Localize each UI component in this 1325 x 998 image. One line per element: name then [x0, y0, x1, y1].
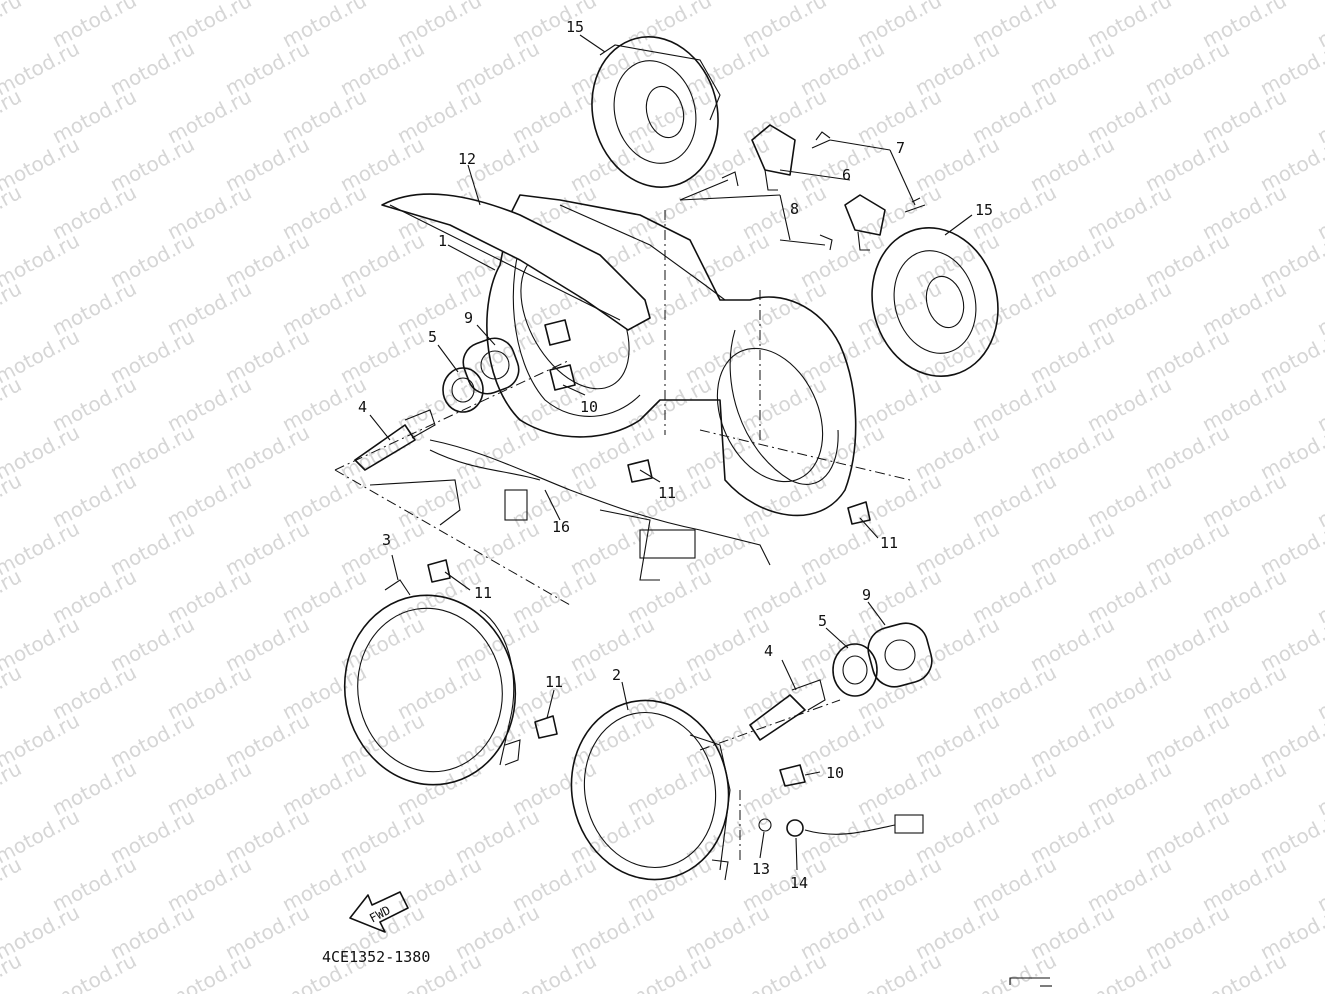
watermark-text: motod.ru — [853, 948, 945, 994]
watermark-text: motod.ru — [738, 948, 830, 994]
watermark-text: motod.ru — [163, 948, 255, 994]
callouts: 15 12 1 7 6 8 15 5 9 4 10 11 11 16 3 11 … — [358, 18, 993, 892]
bracket-upper — [591, 36, 721, 188]
callout-12: 12 — [458, 150, 476, 168]
callout-9-left: 9 — [464, 309, 473, 327]
watermark-text: motod.ru — [1083, 948, 1175, 994]
corner-mark — [1009, 977, 1052, 987]
headlight-lens-left — [343, 579, 521, 786]
callout-5-left: 5 — [428, 328, 437, 346]
watermark-text: motod.ru — [1313, 948, 1325, 994]
callout-13: 13 — [752, 860, 770, 878]
callout-11-b: 11 — [880, 534, 898, 552]
callout-7: 7 — [896, 139, 905, 157]
callout-8: 8 — [790, 200, 799, 218]
headlight-lens-right — [570, 699, 731, 881]
callout-15-top: 15 — [566, 18, 584, 36]
adjuster-brackets — [679, 124, 926, 251]
right-bulb-assembly — [749, 622, 933, 837]
callout-14: 14 — [790, 874, 808, 892]
watermark-text: motod.ru — [0, 84, 25, 148]
callout-11-c: 11 — [474, 584, 492, 602]
callout-3: 3 — [382, 531, 391, 549]
watermark-text: motod.ru — [0, 372, 25, 436]
callout-16: 16 — [552, 518, 570, 536]
watermark-text: motod.ru — [0, 564, 25, 628]
watermark-text: motod.ru — [48, 948, 140, 994]
watermark-text: motod.ru — [623, 948, 715, 994]
cover-strip — [381, 193, 651, 331]
callout-11-d: 11 — [545, 673, 563, 691]
left-bulb-assembly — [354, 319, 576, 471]
watermark-text: motod.ru — [0, 852, 25, 916]
watermark-text: motod.ru — [0, 468, 25, 532]
watermark-text: motod.ru — [0, 276, 25, 340]
reference-lines — [334, 210, 911, 860]
callout-10-left: 10 — [580, 398, 598, 416]
headlight-housing — [486, 194, 857, 517]
callout-1: 1 — [438, 232, 447, 250]
wiring-harness — [369, 439, 771, 581]
watermark-text: motod.ru — [0, 180, 25, 244]
callout-15-right: 15 — [975, 201, 993, 219]
leader-lines — [369, 34, 973, 871]
watermark-text: motod.ru — [0, 756, 25, 820]
watermark-text: motod.ru — [0, 660, 25, 724]
watermark-text: motod.ru — [0, 948, 25, 994]
callout-2: 2 — [612, 666, 621, 684]
bracket-right — [871, 226, 999, 378]
callout-6: 6 — [842, 166, 851, 184]
watermark-text: motod.ru — [508, 948, 600, 994]
watermark-text: motod.ru — [968, 948, 1060, 994]
callout-4-left: 4 — [358, 398, 367, 416]
callout-4-right: 4 — [764, 642, 773, 660]
watermark-text: motod.ru — [0, 0, 25, 52]
watermark-text: motod.ru — [1198, 948, 1290, 994]
callout-9-right: 9 — [862, 586, 871, 604]
callout-10-right: 10 — [826, 764, 844, 782]
callout-5-right: 5 — [818, 612, 827, 630]
part-code: 4CE1352-1380 — [322, 948, 430, 966]
callout-11-a: 11 — [658, 484, 676, 502]
